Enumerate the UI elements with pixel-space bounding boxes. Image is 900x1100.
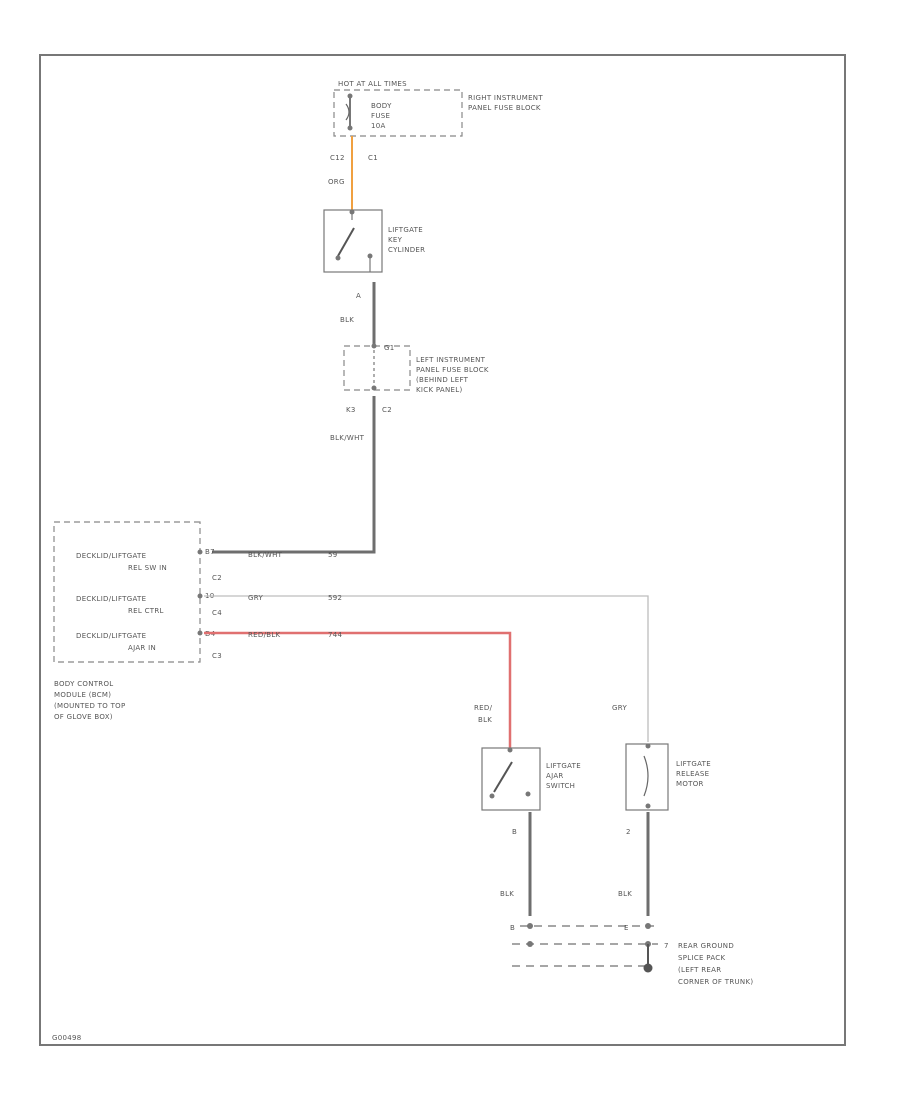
body-control-module: DECKLID/LIFTGATE REL SW IN DECKLID/LIFTG… (53, 521, 222, 721)
splice-name-3: (LEFT REAR (678, 966, 721, 974)
row3-wire-color: RED/BLK (248, 631, 281, 639)
bcm-item3-line2: AJAR IN (128, 644, 156, 652)
release-motor-line1: LIFTGATE (676, 760, 711, 768)
rear-ground-splice-pack: B E 7 REAR GROUND SPLICE PACK (LEFT REAR… (510, 923, 753, 986)
bcm-pin-1: B7 (205, 548, 215, 556)
gray-wire (204, 595, 649, 742)
bcm-item2-line2: REL CTRL (128, 607, 164, 615)
splice-pin-right: E (624, 924, 629, 932)
right-fuse-block: HOT AT ALL TIMES BODY FUSE 10A RIGHT INS… (330, 80, 543, 162)
release-motor-wire-label: GRY (612, 704, 627, 712)
release-motor-pin: 2 (626, 828, 631, 836)
row1-wire-color: BLK/WHT (248, 551, 283, 559)
bcm-item1-line1: DECKLID/LIFTGATE (76, 552, 146, 560)
hot-at-all-times-label: HOT AT ALL TIMES (338, 80, 407, 88)
bcm-name-3: (MOUNTED TO TOP (54, 702, 125, 710)
ajar-switch-line3: SWITCH (546, 782, 575, 790)
right-fuse-block-name-1: RIGHT INSTRUMENT (468, 94, 543, 102)
left-fuse-conn-left: K3 (346, 406, 356, 414)
body-fuse-line2: FUSE (371, 112, 390, 120)
bcm-name-4: OF GLOVE BOX) (54, 713, 113, 721)
key-cylinder-pin: A (356, 292, 361, 300)
release-motor-line2: RELEASE (676, 770, 709, 778)
ajar-ground-wire-label: BLK (500, 890, 514, 898)
splice-name-1: REAR GROUND (678, 942, 734, 950)
right-fuse-block-name-2: PANEL FUSE BLOCK (468, 104, 541, 112)
liftgate-ajar-switch: RED/ BLK LIFTGATE AJAR SWITCH B BLK (474, 704, 581, 916)
black-white-wire (212, 396, 376, 554)
splice-pin-left: B (510, 924, 515, 932)
key-cylinder-line1: LIFTGATE (388, 226, 423, 234)
bcm-conn-2: C4 (212, 609, 222, 617)
right-fuse-conn-left: C12 (330, 154, 345, 162)
bcm-conn-3: C3 (212, 652, 222, 660)
right-fuse-conn-right: C1 (368, 154, 378, 162)
bcm-name-1: BODY CONTROL (54, 680, 113, 688)
red-wire (204, 631, 512, 748)
diagram-code: G00498 (52, 1034, 82, 1042)
left-fuse-name-1: LEFT INSTRUMENT (416, 356, 486, 364)
left-fuse-block: G1 LEFT INSTRUMENT PANEL FUSE BLOCK (BEH… (343, 343, 489, 414)
key-cylinder-line2: KEY (388, 236, 403, 244)
black-wire-1-label: BLK (340, 316, 354, 324)
left-fuse-name-2: PANEL FUSE BLOCK (416, 366, 489, 374)
row1-wire-circuit: 59 (328, 551, 338, 559)
row2-wire-circuit: 592 (328, 594, 342, 602)
diagram-border (39, 54, 846, 1046)
row3-wire-circuit: 744 (328, 631, 343, 639)
splice-pin-mid: 7 (664, 942, 669, 950)
left-fuse-name-4: KICK PANEL) (416, 386, 463, 394)
bcm-conn-1: C2 (212, 574, 222, 582)
ajar-wire-label-1: RED/ (474, 704, 493, 712)
liftgate-release-motor: GRY LIFTGATE RELEASE MOTOR 2 BLK (612, 704, 711, 916)
ajar-wire-label-2: BLK (478, 716, 492, 724)
release-ground-wire-label: BLK (618, 890, 632, 898)
bcm-name-2: MODULE (BCM) (54, 691, 111, 699)
left-fuse-pin-top: G1 (384, 344, 394, 352)
body-fuse-line3: 10A (371, 122, 386, 130)
black-white-wire-label: BLK/WHT (330, 434, 365, 442)
bcm-item3-line1: DECKLID/LIFTGATE (76, 632, 146, 640)
liftgate-key-cylinder: LIFTGATE KEY CYLINDER A (323, 209, 425, 300)
bcm-item1-line2: REL SW IN (128, 564, 167, 572)
orange-wire-label: ORG (328, 178, 345, 186)
bcm-item2-line1: DECKLID/LIFTGATE (76, 595, 146, 603)
ajar-switch-line2: AJAR (546, 772, 564, 780)
release-motor-line3: MOTOR (676, 780, 704, 788)
left-fuse-name-3: (BEHIND LEFT (416, 376, 469, 384)
key-cylinder-line3: CYLINDER (388, 246, 425, 254)
ajar-switch-pin: B (512, 828, 517, 836)
left-fuse-conn-right: C2 (382, 406, 392, 414)
ajar-switch-line1: LIFTGATE (546, 762, 581, 770)
row2-wire-color: GRY (248, 594, 263, 602)
splice-name-4: CORNER OF TRUNK) (678, 978, 753, 986)
body-fuse-line1: BODY (371, 102, 392, 110)
splice-name-2: SPLICE PACK (678, 954, 725, 962)
